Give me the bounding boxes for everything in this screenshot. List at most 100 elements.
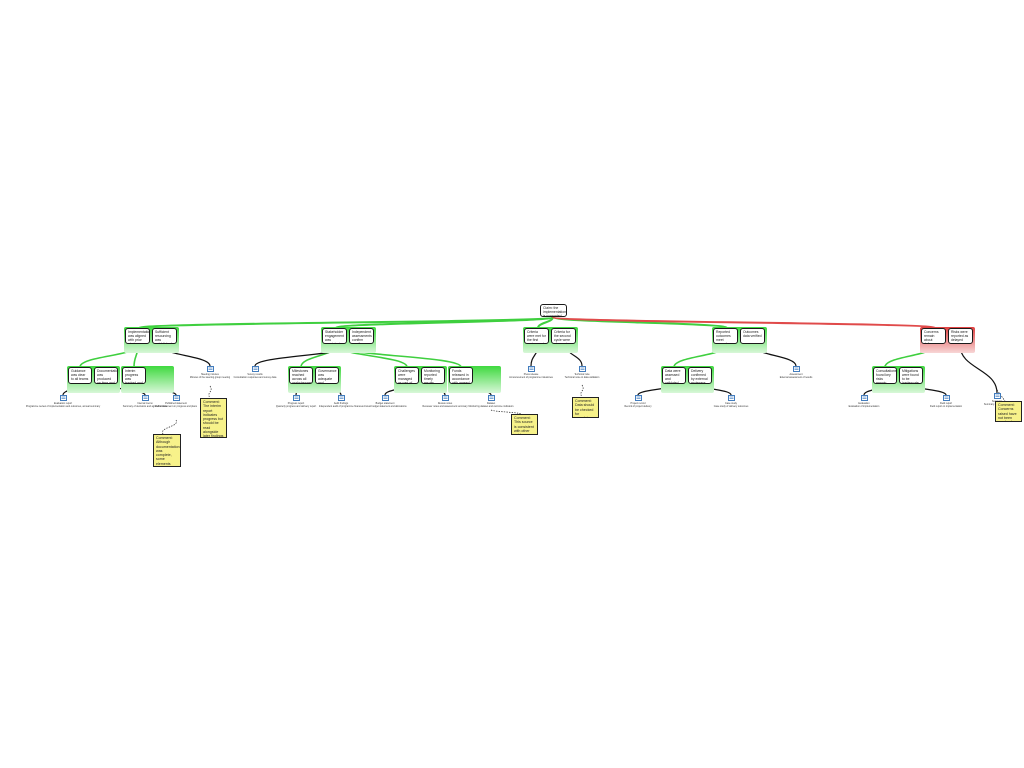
note-box[interactable]: Comment: Concerns raised have not been r…	[995, 401, 1022, 422]
document-icon	[251, 366, 259, 372]
subpremise-box[interactable]: Data were assessed and validated indepen…	[662, 367, 686, 384]
note-link	[996, 389, 1006, 402]
note-link	[490, 409, 522, 415]
evidence-title: Review notes	[437, 402, 453, 405]
evidence-citation: Programme review of implementation and o…	[25, 405, 101, 408]
document-icon	[59, 395, 67, 401]
premise-box[interactable]: Independent assessments confirm results …	[349, 328, 374, 344]
subpremise-box[interactable]: Challenges were managed as part of scope	[395, 367, 419, 384]
premise-box[interactable]: Implementation was aligned with prior st…	[125, 328, 150, 344]
evidence-title: Project record	[630, 402, 646, 405]
note-link	[162, 419, 177, 435]
note-box[interactable]: Comment: This source is consistent with …	[511, 414, 538, 435]
evidence-citation: Record of project delivery	[624, 405, 652, 408]
evidence-citation: Summary of decisions and agreed actions	[122, 405, 168, 408]
evidence-title: Evaluation	[858, 402, 870, 405]
root-claim[interactable]: Claim: the implementation is supported	[540, 304, 567, 317]
note-box[interactable]: Comment: Data should be checked for comp…	[572, 397, 599, 418]
evidence-title: Press release	[523, 373, 539, 376]
premise-box[interactable]: Sufficient resourcing was established ea…	[152, 328, 177, 344]
evidence-citation: Case study of delivery outcomes	[713, 405, 749, 408]
subpremise-box[interactable]: Funds released in accordance with agreed…	[449, 367, 473, 384]
document-icon	[578, 366, 586, 372]
evidence-citation: Independent audit of programme finances	[318, 405, 364, 408]
evidence-title: Progress report	[287, 402, 305, 405]
note-link	[580, 384, 584, 398]
evidence-title: Internal memo	[137, 402, 153, 405]
evidence-title: Dataset	[486, 402, 496, 405]
subpremise-box[interactable]: Monitoring reported timely results	[421, 367, 445, 384]
premise-box[interactable]: Criteria for the second cycle were also …	[551, 328, 576, 344]
premise-link	[552, 316, 936, 329]
evidence-title: Evaluation report	[53, 402, 73, 405]
evidence-title: Survey results	[247, 373, 263, 376]
subpremise-box[interactable]: Documentation was produced on time and a…	[94, 367, 118, 384]
note-box[interactable]: Comment: The interim report indicates pr…	[200, 398, 227, 438]
document-icon	[487, 395, 495, 401]
subpremise-box[interactable]: Mitigations were found to be inadequate	[899, 367, 923, 384]
evidence-citation: Consultation responses and survey data	[233, 376, 277, 379]
document-icon	[527, 366, 535, 372]
document-icon	[441, 395, 449, 401]
evidence-title: Audit findings	[333, 402, 349, 405]
evidence-citation: Monitoring dataset and outcome indicator…	[468, 405, 514, 408]
evidence-citation: Annual budget statement and allocations	[363, 405, 407, 408]
premise-box[interactable]: Stakeholder engagement was consistent an…	[322, 328, 347, 344]
document-icon	[292, 395, 300, 401]
document-icon	[942, 395, 950, 401]
subpremise-box[interactable]: Delivery confirmed by external reviewers	[688, 367, 712, 384]
document-icon	[141, 395, 149, 401]
document-icon	[860, 395, 868, 401]
subpremise-box[interactable]: Consultations found key risks remain	[873, 367, 897, 384]
note-link	[208, 385, 212, 399]
evidence-title: Field report	[939, 402, 953, 405]
evidence-title: Technical note	[574, 373, 590, 376]
evidence-citation: Field report on implementation	[929, 405, 963, 408]
note-box[interactable]: Comment: Although documentation was comp…	[153, 434, 181, 467]
evidence-citation: Evaluation of implementation	[848, 405, 880, 408]
document-icon	[172, 395, 180, 401]
premise-box[interactable]: Reported outcomes meet agreed targets	[713, 328, 738, 344]
document-icon	[634, 395, 642, 401]
evidence-citation: Minutes of the steering group meeting	[189, 376, 231, 379]
evidence-title: Case study	[725, 402, 737, 405]
evidence-citation: Technical note on data validation	[564, 376, 600, 379]
document-icon	[792, 366, 800, 372]
premise-box[interactable]: Risks were reported as delayed	[948, 328, 973, 344]
subpremise-box[interactable]: Guidance was clear to all teams	[68, 367, 92, 384]
evidence-citation: External assessment of results	[779, 376, 813, 379]
premise-box[interactable]: Criteria were met for the first review c…	[524, 328, 549, 344]
evidence-title: Published statement	[165, 402, 187, 405]
premise-box[interactable]: Outcomes data verified	[740, 328, 765, 344]
subpremise-box[interactable]: Governance was adequate and operational	[315, 367, 339, 384]
evidence-title: Budget statement	[375, 402, 395, 405]
evidence-citation: Quarterly progress and delivery report	[275, 405, 317, 408]
premise-box[interactable]: Concerns remain about delivery	[921, 328, 946, 344]
subpremise-box[interactable]: Interim progress was tracked and reporte…	[122, 367, 146, 384]
evidence-citation: Reviewer notes and assessment summary	[422, 405, 468, 408]
evidence-citation: Announcement of programme milestones	[509, 376, 553, 379]
evidence-title: Meeting minutes	[201, 373, 219, 376]
subpremise-box[interactable]: Milestones reached across all workstream…	[289, 367, 313, 384]
evidence-title: Assessment	[789, 373, 803, 376]
premise-link	[537, 316, 554, 329]
document-icon	[206, 366, 214, 372]
evidence-citation: Public statement on progress and plans	[155, 405, 197, 408]
